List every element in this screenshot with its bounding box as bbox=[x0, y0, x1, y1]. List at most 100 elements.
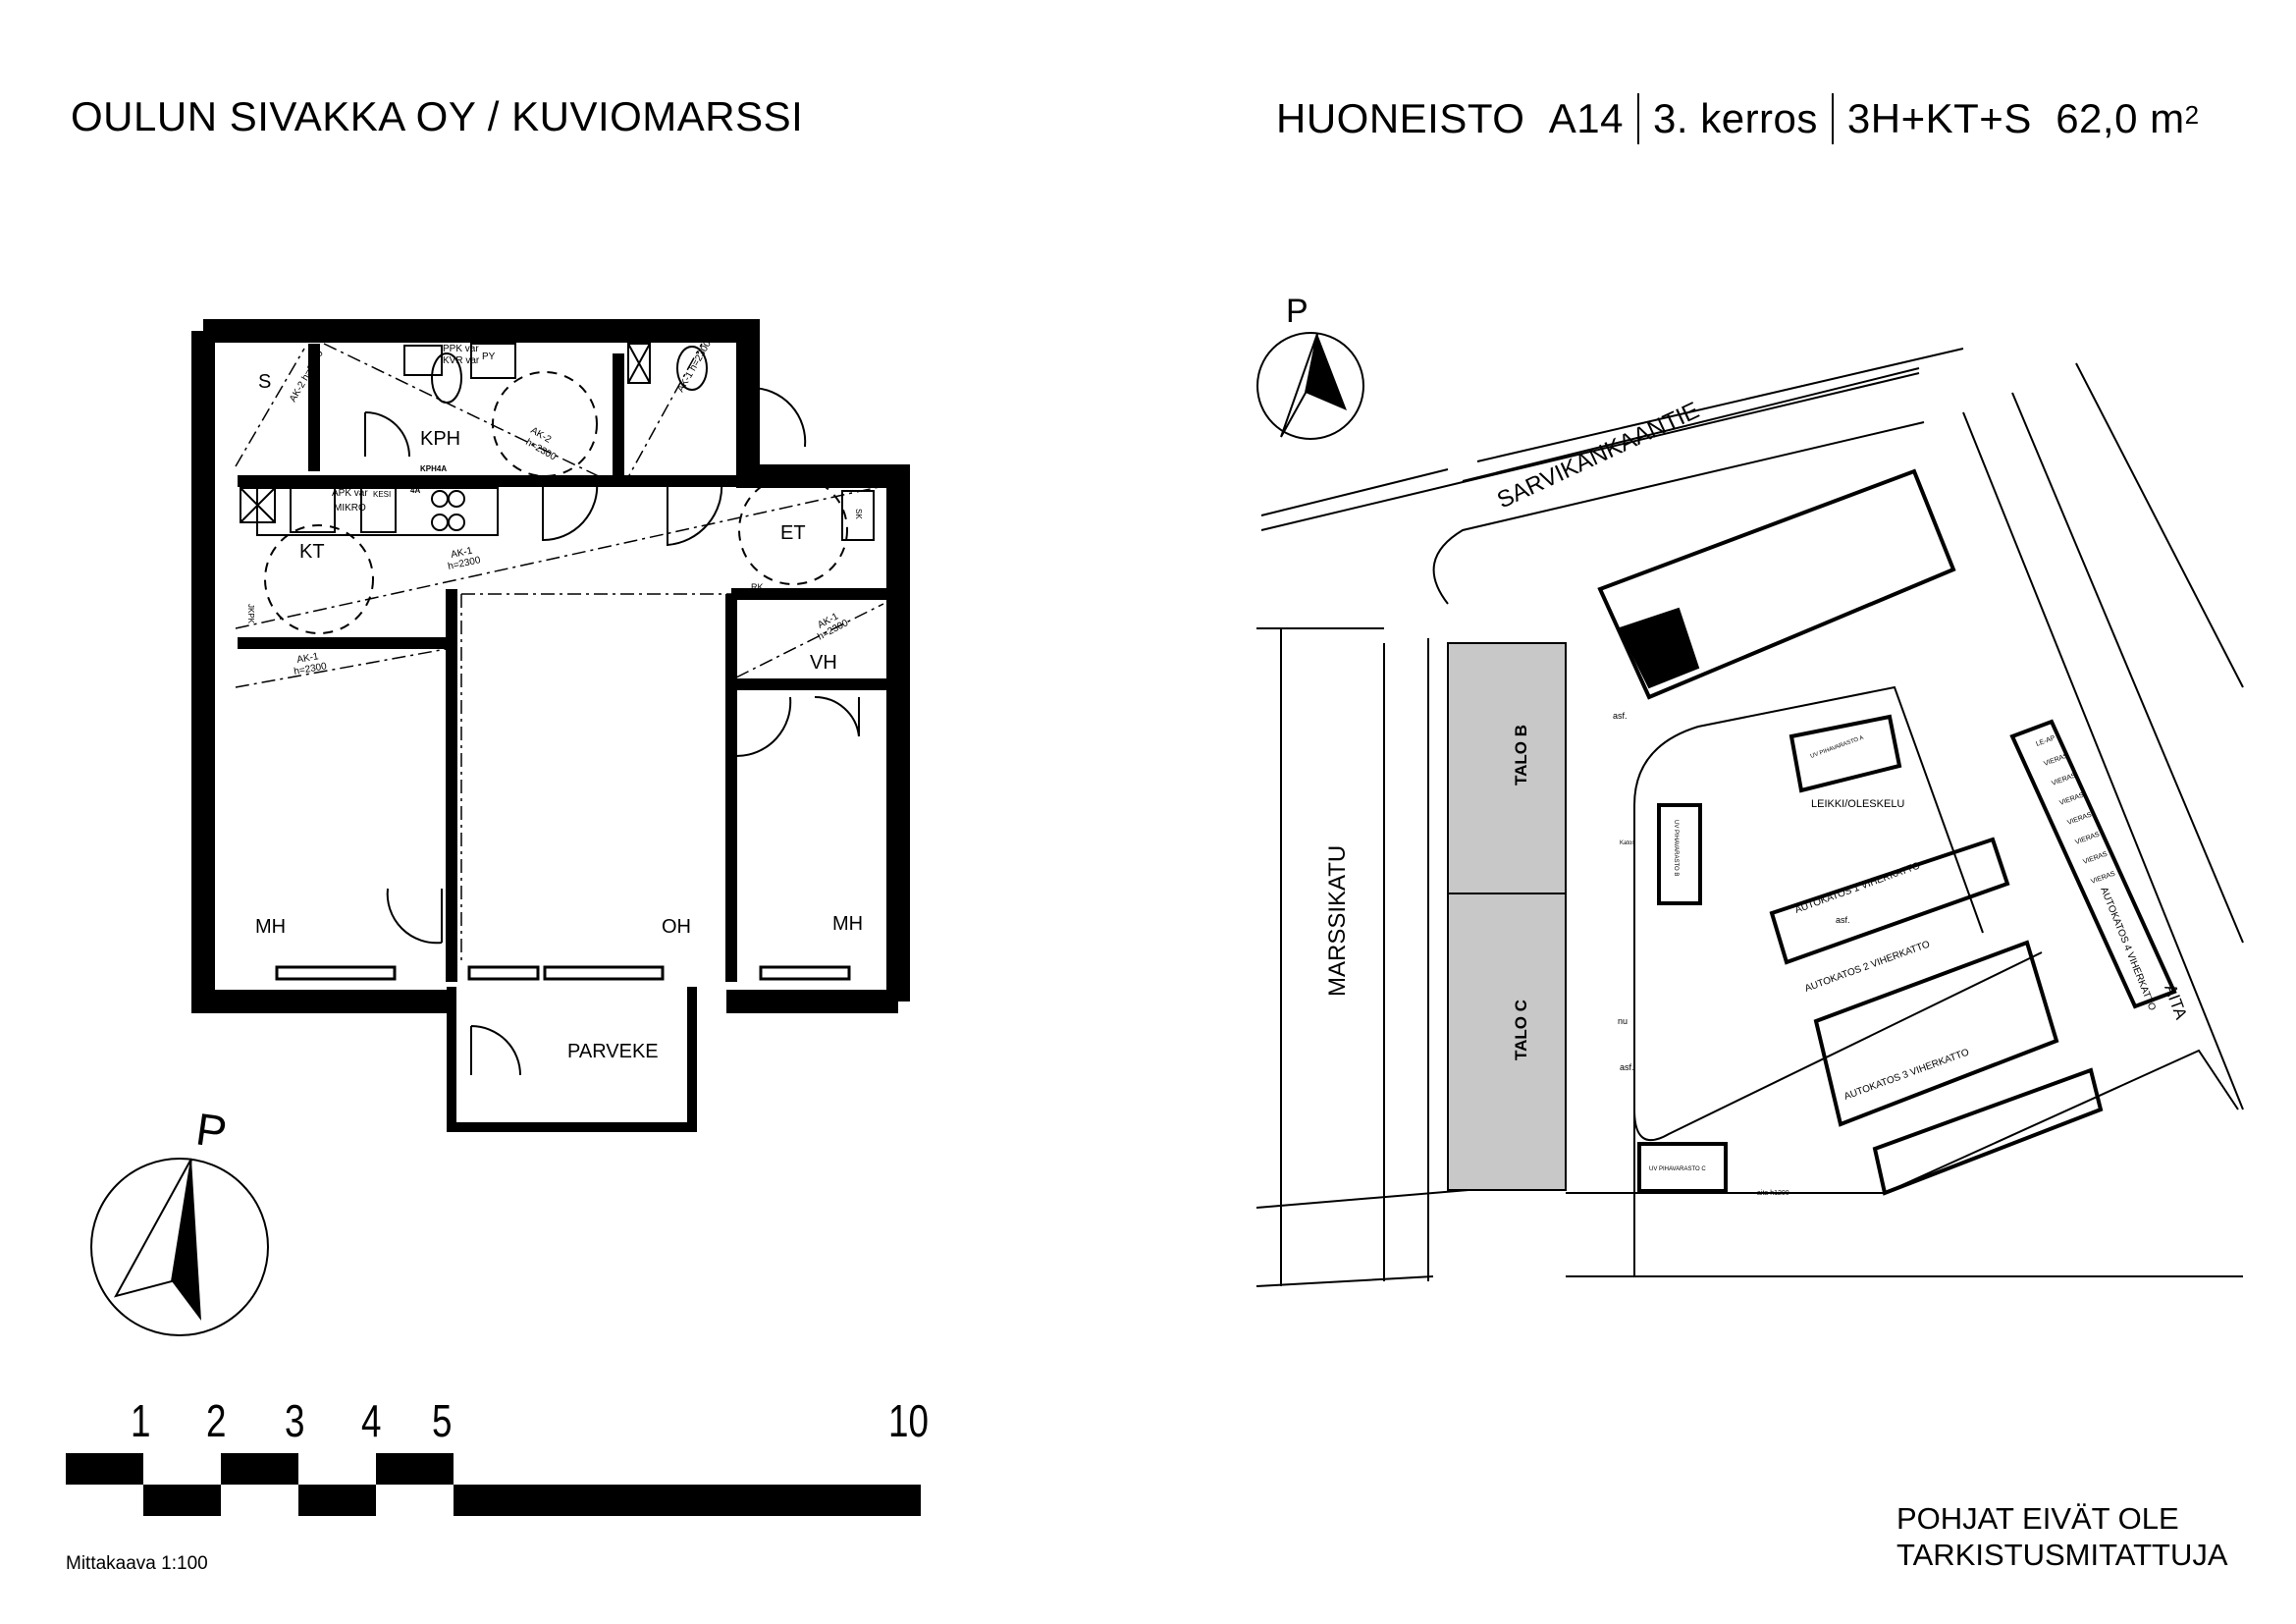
annotation: SK bbox=[854, 509, 863, 519]
carport-3-label: AUTOKATOS 3 VIHERKATTO bbox=[1842, 1047, 1971, 1102]
annotation: AK-1 bbox=[450, 545, 473, 560]
annotation: AK-2 h=2300 bbox=[288, 349, 326, 405]
apartment-area: 62,0 m bbox=[2056, 95, 2185, 141]
apartment-type: 3H+KT+S bbox=[1846, 95, 2032, 141]
fence-height-label: aita h1200 bbox=[1757, 1190, 1789, 1197]
disclaimer-line: TARKISTUSMITATTUJA bbox=[1896, 1538, 2228, 1572]
room-label-closet: VH bbox=[810, 652, 837, 674]
floor-plan-labels: S KPH KT ET VH MH OH MH PARVEKE AK-2 h=2… bbox=[246, 339, 863, 1062]
carport-3 bbox=[1872, 1067, 2104, 1196]
room-label-entry: ET bbox=[780, 522, 806, 544]
site-plan bbox=[1255, 348, 2244, 1287]
annotation: KPH4A bbox=[420, 464, 447, 473]
storage-a-label: UV PIHAVARASTO A bbox=[1810, 735, 1865, 760]
street-label-west: MARSSIKATU bbox=[1324, 845, 1351, 997]
annotation: JKPK bbox=[246, 604, 255, 624]
door-swings bbox=[364, 386, 860, 1076]
annotation: KVR var bbox=[443, 355, 480, 366]
north-arrow-compass: P bbox=[90, 1103, 269, 1336]
room-label-living: OH bbox=[662, 916, 691, 938]
divider bbox=[1831, 93, 1834, 144]
annotation: PPK var bbox=[443, 344, 479, 354]
carport-4 bbox=[2009, 719, 2177, 1009]
play-area-label: LEIKKI/OLESKELU bbox=[1811, 798, 1904, 810]
site-north-arrow-compass: P bbox=[1256, 293, 1364, 440]
annotation: 4A bbox=[410, 486, 420, 495]
apartment-label: HUONEISTO bbox=[1276, 95, 1525, 141]
site-buildings: TALO B TALO C bbox=[1447, 642, 1567, 1191]
surface-label: asf. bbox=[1620, 1062, 1634, 1072]
courtyard-edge bbox=[1633, 685, 1984, 1178]
scale-number: 1 bbox=[131, 1395, 151, 1446]
floor-plan bbox=[191, 319, 910, 1132]
parking-spot-label: VIERAS bbox=[2082, 850, 2109, 865]
area-unit-sup: 2 bbox=[2184, 99, 2200, 130]
room-label-bedroom-right: MH bbox=[832, 913, 863, 935]
road-edge bbox=[1884, 1049, 2239, 1194]
building-a bbox=[1597, 468, 1956, 700]
room-label-bedroom-left: MH bbox=[255, 916, 286, 938]
scale-number: 4 bbox=[361, 1395, 382, 1446]
annotation: AK-1 bbox=[296, 651, 320, 666]
floor-label: 3. kerros bbox=[1653, 95, 1818, 141]
road-edge bbox=[1962, 362, 2244, 1110]
storage-b bbox=[1657, 803, 1702, 905]
annotation: APK var bbox=[332, 488, 368, 499]
parking-spot-label: VIERAS bbox=[2090, 870, 2116, 885]
north-label: P bbox=[193, 1103, 231, 1158]
storage-c bbox=[1637, 1142, 1728, 1193]
room-label-bathroom: KPH bbox=[420, 428, 460, 450]
talo-b bbox=[1447, 642, 1567, 894]
scale-number: 5 bbox=[432, 1395, 453, 1446]
road-edge bbox=[1462, 348, 1964, 482]
road-edge bbox=[1260, 372, 1920, 531]
interior-wall bbox=[238, 344, 888, 982]
apartment-id: A14 bbox=[1548, 95, 1625, 141]
surface-label: nu bbox=[1618, 1016, 1628, 1026]
storage-b-label: UV PIHAVARASTO B bbox=[1673, 820, 1679, 876]
parking-spot-label: VIERAS bbox=[2074, 831, 2101, 845]
carport-1-label: AUTOKATOS 1 VIHERKATTO bbox=[1793, 860, 1922, 915]
parking-spot-label: LE-AP bbox=[2035, 734, 2056, 748]
surface-label: asf. bbox=[1836, 915, 1850, 925]
exterior-wall bbox=[191, 319, 910, 1013]
surface-label: asf. bbox=[1613, 711, 1628, 721]
room-label-sauna: S bbox=[258, 371, 271, 393]
fixtures bbox=[240, 343, 875, 541]
divider bbox=[1637, 93, 1640, 144]
scale-bar bbox=[66, 1453, 921, 1516]
disclaimer-line: POHJAT EIVÄT OLE bbox=[1896, 1501, 2179, 1536]
fence-label: AITA bbox=[2161, 982, 2191, 1022]
scale-number: 10 bbox=[888, 1395, 929, 1446]
annotation: MIKRO bbox=[334, 503, 366, 514]
canopy-label: Katos bbox=[1620, 840, 1634, 846]
carport-1 bbox=[1769, 837, 2010, 965]
room-label-kitchen: KT bbox=[299, 541, 325, 563]
parking-spot-label: VIERAS bbox=[2066, 811, 2093, 826]
room-label-balcony: PARVEKE bbox=[567, 1041, 659, 1062]
scale-number: 3 bbox=[285, 1395, 305, 1446]
courtyard-edge bbox=[1633, 951, 2043, 1142]
scale-caption: Mittakaava 1:100 bbox=[66, 1553, 208, 1574]
parking-spot-label: VIERAS bbox=[2043, 752, 2069, 767]
storage-a bbox=[1789, 714, 1902, 793]
annotation: RK bbox=[751, 582, 764, 592]
parking-spot-label: VIERAS bbox=[2058, 791, 2085, 806]
carport-2 bbox=[1813, 940, 2059, 1127]
project-title: OULUN SIVAKKA OY / KUVIOMARSSI bbox=[71, 93, 804, 139]
windows bbox=[275, 965, 851, 981]
annotation: KESI bbox=[373, 490, 391, 499]
storage-c-label: UV PIHAVARASTO C bbox=[1649, 1166, 1706, 1172]
street-label-north: SARVIKANKAANTIE bbox=[1493, 397, 1703, 514]
scale-number: 2 bbox=[206, 1395, 227, 1446]
disclaimer: POHJAT EIVÄT OLE TARKISTUSMITATTUJA bbox=[1896, 1500, 2228, 1573]
site-north-label: P bbox=[1286, 293, 1308, 330]
ceiling-lines bbox=[235, 343, 884, 962]
talo-c-label: TALO C bbox=[1512, 1000, 1530, 1060]
talo-c bbox=[1447, 893, 1567, 1191]
parking-spot-label: VIERAS bbox=[2051, 772, 2077, 786]
annotation: PY bbox=[482, 352, 496, 362]
road-edge bbox=[1256, 627, 1429, 1286]
